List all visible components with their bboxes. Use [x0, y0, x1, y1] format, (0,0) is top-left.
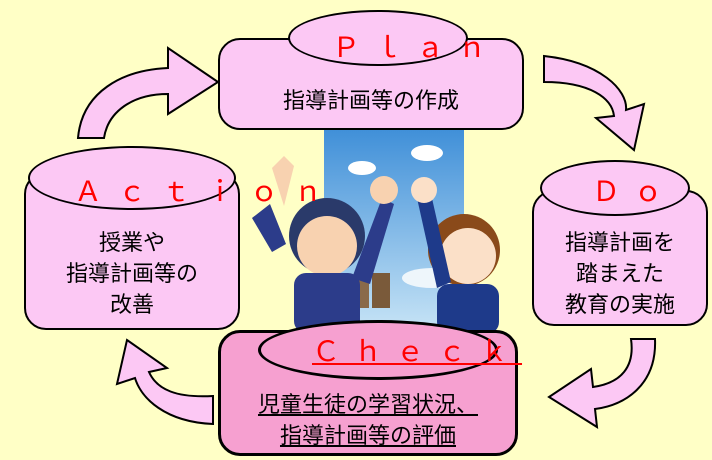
check-text: 児童生徒の学習状況、 指導計画等の評価	[218, 390, 518, 452]
action-line: 授業や	[98, 231, 165, 256]
arrow-down-left	[547, 338, 657, 429]
illustration-svg	[252, 128, 500, 343]
do-title-oval	[540, 160, 690, 216]
do-line: 踏まえた	[575, 262, 664, 287]
check-line: 指導計画等の評価	[279, 424, 456, 449]
arrow-up-right	[76, 46, 220, 139]
do-title: Ｄｏ	[592, 175, 677, 208]
action-line: 改善	[109, 293, 154, 318]
do-line: 教育の実施	[564, 293, 675, 318]
plan-title: Ｐｌａｎ	[332, 31, 501, 64]
do-text: 指導計画を 踏まえた 教育の実施	[532, 228, 708, 321]
action-title: Ａｃｔｉｏｎ	[74, 175, 339, 208]
check-line: 児童生徒の学習状況、	[257, 393, 478, 418]
action-title-oval	[28, 146, 236, 210]
action-line: 指導計画等の	[65, 262, 198, 287]
check-title: Ｃｈｅｃｋ	[312, 335, 523, 368]
plan-title-oval	[288, 10, 468, 66]
do-line: 指導計画を	[564, 231, 675, 256]
action-text: 授業や 指導計画等の 改善	[24, 228, 240, 321]
arrow-right-down	[543, 54, 646, 152]
children-illustration	[232, 128, 532, 343]
arrow-left-up	[115, 338, 214, 426]
check-title-oval	[258, 320, 498, 380]
plan-text: 指導計画等の作成	[218, 86, 524, 117]
plan-line: 指導計画等の作成	[282, 89, 459, 114]
